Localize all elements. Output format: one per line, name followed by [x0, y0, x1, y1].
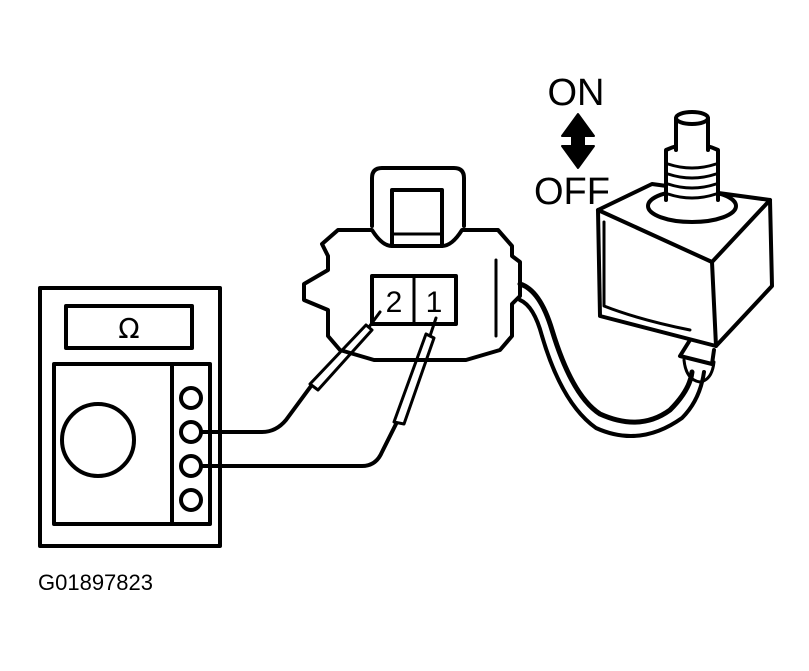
switch-body-edge-top	[596, 208, 714, 264]
meter-terminal-2	[179, 420, 203, 444]
test-probe-2-tip	[428, 316, 438, 338]
switch-threaded-shaft	[664, 142, 720, 202]
connector-housing	[302, 228, 522, 362]
ohm-symbol: Ω	[118, 312, 139, 345]
switch-wire-boot	[682, 358, 716, 384]
meter-body	[38, 286, 222, 548]
meter-terminal-3	[179, 454, 203, 478]
state-label-on: ON	[548, 72, 605, 114]
stop-light-switch	[596, 110, 774, 384]
switch-threads	[666, 162, 718, 200]
test-lead-1-wire	[199, 380, 316, 434]
pin-label-2: 2	[386, 286, 403, 319]
connector	[302, 166, 522, 362]
test-probe-2	[392, 332, 436, 426]
test-leads	[199, 310, 438, 468]
range-dial	[60, 402, 136, 478]
test-lead-2-wire	[199, 418, 400, 468]
connector-latch-tab	[390, 188, 444, 248]
switch-plunger-tip	[674, 110, 710, 126]
meter-panel	[52, 362, 212, 526]
on-off-double-arrow-icon	[561, 113, 595, 169]
meter-terminal-4	[179, 488, 203, 512]
meter-display	[64, 304, 194, 350]
switch-harness-outer	[517, 281, 695, 425]
pin-label-1: 1	[426, 286, 443, 319]
state-label-off: OFF	[534, 171, 610, 213]
test-probe-1	[308, 323, 374, 392]
connector-latch-top	[370, 166, 466, 228]
switch-body-edge-front	[710, 260, 718, 348]
switch-base	[678, 338, 716, 366]
figure-id: G01897823	[38, 570, 153, 595]
switch-body-outline	[596, 182, 774, 348]
switch-harness-inner	[518, 298, 706, 438]
meter-terminal-1	[179, 386, 203, 410]
switch-body-edge-right	[710, 198, 772, 264]
switch-face-detail	[602, 220, 692, 332]
ohmmeter	[38, 286, 222, 548]
